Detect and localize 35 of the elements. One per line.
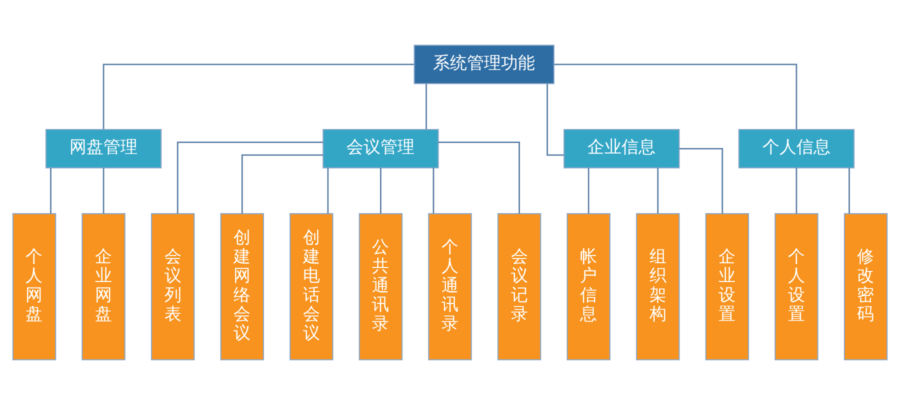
connector	[848, 168, 850, 214]
node-box: 会议管理	[322, 128, 439, 168]
connector	[102, 168, 104, 214]
node-box: 创建网络会议	[220, 213, 264, 360]
connector	[380, 168, 382, 214]
connector	[546, 84, 564, 156]
connector	[432, 168, 434, 214]
node-box: 修改密码	[844, 213, 888, 360]
connector	[438, 142, 520, 214]
node-box: 创建电话会议	[290, 213, 334, 360]
connector	[102, 64, 414, 130]
connector	[50, 168, 52, 214]
node-box: 帐户信息	[566, 213, 610, 360]
node-box: 个人网盘	[12, 213, 56, 360]
node-box: 会议记录	[497, 213, 542, 360]
connector	[657, 168, 659, 214]
node-box: 企业信息	[564, 128, 680, 168]
node-box: 企业设置	[705, 213, 750, 360]
connector	[679, 148, 724, 214]
connector	[241, 154, 324, 214]
node-box: 个人信息	[738, 128, 855, 168]
connector	[588, 168, 590, 214]
connector	[327, 168, 329, 214]
connector	[796, 168, 798, 214]
node-box: 组织架构	[636, 213, 680, 360]
node-box: 个人通讯录	[428, 213, 472, 360]
node-box: 网盘管理	[45, 128, 162, 168]
node-box: 公共通讯录	[358, 213, 403, 360]
node-box: 企业网盘	[82, 213, 126, 360]
connector	[426, 84, 427, 130]
node-box: 会议列表	[150, 213, 195, 360]
node-box: 系统管理功能	[414, 44, 554, 84]
node-box: 个人设置	[774, 213, 818, 360]
connector	[554, 64, 798, 130]
connector	[176, 142, 324, 214]
